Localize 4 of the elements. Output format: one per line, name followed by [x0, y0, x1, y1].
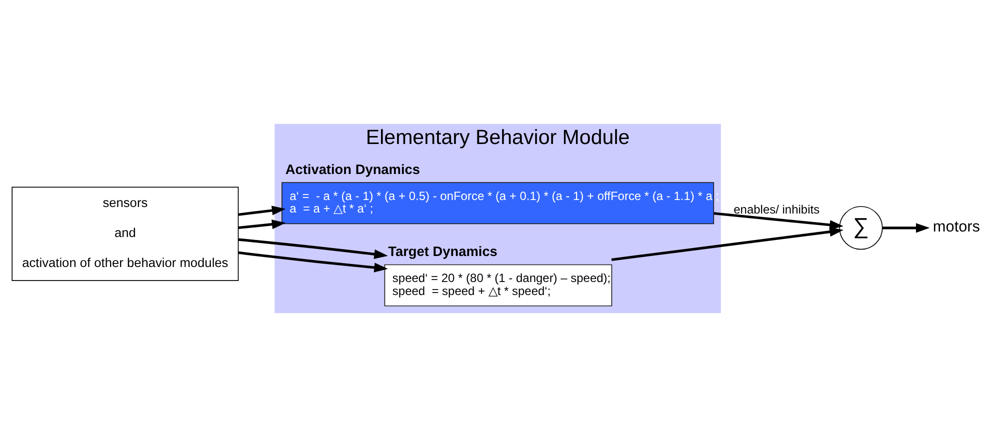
node-text: motors — [932, 218, 980, 236]
node-label: Target Dynamics — [388, 244, 498, 259]
node-label: Activation Dynamics — [285, 161, 420, 176]
edge-label: enables/ inhibits — [734, 202, 820, 216]
